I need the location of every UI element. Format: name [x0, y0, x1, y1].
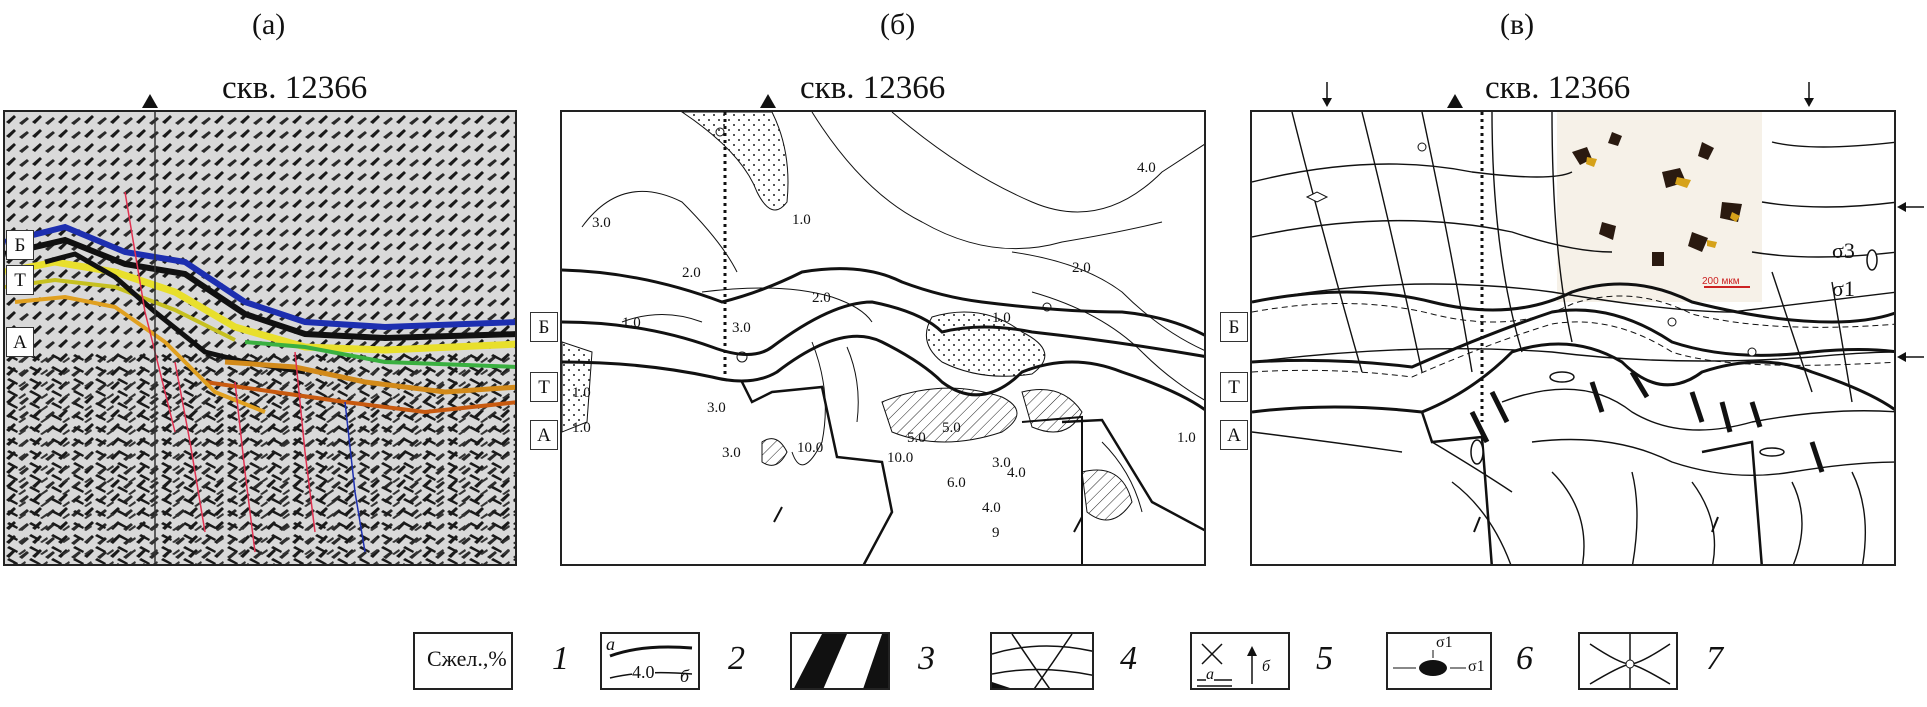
- legend-b-label: б: [680, 666, 690, 686]
- contour-section-panel: 3.0 1.0 2.0 2.0 4.0 2.0 1.0 3.0 1.0 1.0 …: [560, 110, 1206, 566]
- legend-number: 4: [1120, 640, 1137, 677]
- legend-number: 7: [1706, 640, 1723, 677]
- arrow-down-icon: [1322, 82, 1332, 107]
- panel-v-label: (в): [1500, 8, 1535, 41]
- horizon-label-b-a: Б: [6, 230, 34, 260]
- legend-number: 1: [552, 640, 569, 677]
- contour-label: 2.0: [1072, 260, 1091, 276]
- horizon-label-t-a: Т: [6, 265, 34, 295]
- contour-label: 10.0: [797, 440, 823, 456]
- legend-item-5: а б: [1190, 632, 1290, 690]
- horizon-label-a-a: А: [6, 327, 34, 357]
- contour-label: 9: [992, 525, 1000, 541]
- legend-number: 6: [1516, 640, 1533, 677]
- horizon-label-b-v: Б: [1220, 312, 1248, 342]
- contour-label: 5.0: [942, 420, 961, 436]
- stress-ellipse-icon: [1305, 191, 1329, 203]
- well-marker-icon: [142, 94, 158, 108]
- well-label-v: скв. 12366: [1485, 70, 1631, 106]
- contour-label: 1.0: [992, 310, 1011, 326]
- legend-item-6: σ1 σ1: [1386, 632, 1492, 690]
- contour-label: 1.0: [622, 315, 641, 331]
- arrow-left-icon: [1897, 352, 1924, 362]
- contour-label: 2.0: [812, 290, 831, 306]
- contour-label: 3.0: [722, 445, 741, 461]
- contour-label: 3.0: [707, 400, 726, 416]
- legend-value: 4.0: [632, 662, 655, 683]
- panel-b-label: (б): [880, 8, 916, 41]
- contour-label: 10.0: [887, 450, 913, 466]
- contour-label: 4.0: [1137, 160, 1156, 176]
- horizon-label-a-b: А: [530, 420, 558, 450]
- legend-number: 3: [918, 640, 935, 677]
- stress-trajectory-panel: 200 мкм: [1250, 110, 1896, 566]
- horizon-label-t-v: Т: [1220, 372, 1248, 402]
- legend-number: 5: [1316, 640, 1333, 677]
- sigma1-label: σ1: [1832, 276, 1855, 301]
- contour-label: 6.0: [947, 475, 966, 491]
- horizon-label-b-b: Б: [530, 312, 558, 342]
- seismic-section-image: [5, 112, 515, 564]
- legend-item-1: Cжел.,%: [413, 632, 513, 690]
- contour-label: 2.0: [682, 265, 701, 281]
- well-label-a: скв. 12366: [222, 70, 368, 106]
- contour-label: 3.0: [992, 455, 1011, 471]
- sigma3-label: σ3: [1832, 238, 1855, 263]
- contour-label: 3.0: [592, 215, 611, 231]
- seismic-section-panel: [3, 110, 517, 566]
- contour-label: 1.0: [1177, 430, 1196, 446]
- legend-item-7: [1578, 632, 1678, 690]
- legend-a-label: а: [606, 634, 615, 654]
- contour-label: 1.0: [572, 420, 591, 436]
- horizon-label-t-b: Т: [530, 372, 558, 402]
- contour-label: 5.0: [907, 430, 926, 446]
- well-label-b: скв. 12366: [800, 70, 946, 106]
- contour-label: 1.0: [792, 212, 811, 228]
- legend-sigma-top: σ1: [1436, 634, 1453, 651]
- legend-b-label: б: [1262, 658, 1271, 675]
- panel-a-label: (а): [252, 8, 286, 41]
- legend-item-3: [790, 632, 890, 690]
- contour-label: 4.0: [982, 500, 1001, 516]
- contour-label: 1.0: [572, 385, 591, 401]
- well-marker-icon: [1447, 94, 1463, 108]
- well-marker-icon: [760, 94, 776, 108]
- legend-number: 2: [728, 640, 745, 677]
- scale-bar-label: 200 мкм: [1702, 276, 1740, 287]
- legend-text: Cжел.,%: [427, 646, 507, 671]
- stress-trajectory-drawing: 200 мкм: [1252, 112, 1894, 564]
- horizon-label-a-v: А: [1220, 420, 1248, 450]
- legend-item-4: [990, 632, 1094, 690]
- legend-a-label: а: [1206, 666, 1214, 684]
- contour-label: 4.0: [1007, 465, 1026, 481]
- contour-section-drawing: 3.0 1.0 2.0 2.0 4.0 2.0 1.0 3.0 1.0 1.0 …: [562, 112, 1204, 564]
- legend-sigma-right: σ1: [1468, 658, 1485, 675]
- arrow-left-icon: [1897, 202, 1924, 212]
- contour-label: 3.0: [732, 320, 751, 336]
- legend-item-2: а 4.0 б: [600, 632, 700, 690]
- arrow-down-icon: [1804, 82, 1814, 107]
